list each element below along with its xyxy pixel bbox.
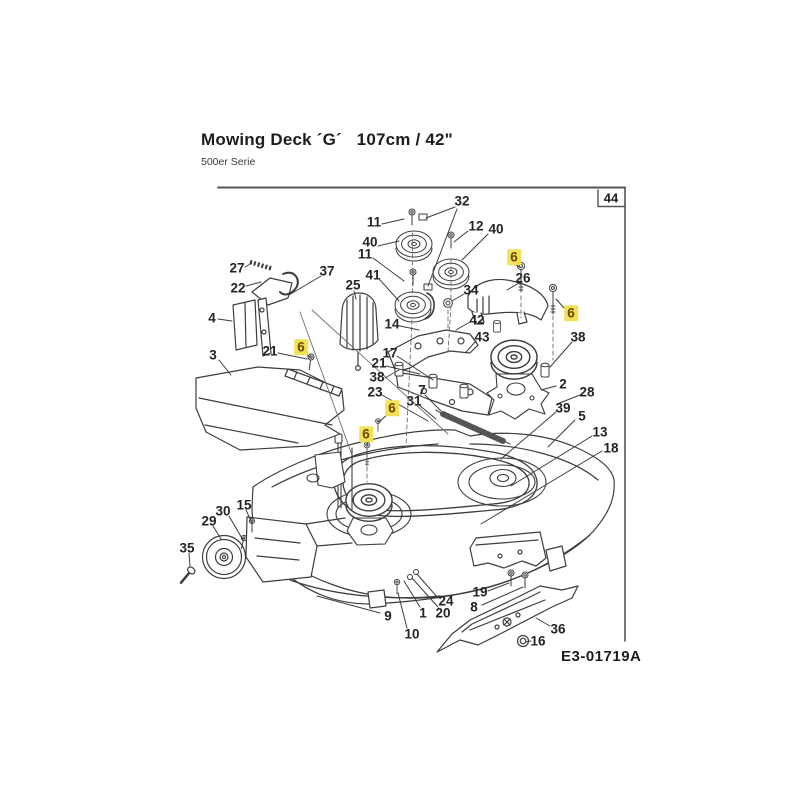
page-number: 44 (603, 190, 619, 206)
leader-lines (188, 206, 603, 643)
part-label-21: 21 (371, 355, 387, 371)
part-label-1: 1 (419, 605, 427, 621)
part-label-7: 7 (418, 382, 426, 398)
part-label-21: 21 (262, 343, 278, 359)
part-label-8: 8 (470, 599, 478, 615)
part-label-6: 6 (294, 339, 308, 355)
part-label-42: 42 (469, 312, 485, 328)
fasteners (305, 208, 558, 595)
part-label-15: 15 (236, 497, 252, 513)
blade (436, 585, 579, 653)
part-label-35: 35 (179, 540, 195, 556)
idler-pulleys (394, 230, 470, 323)
part-label-37: 37 (319, 263, 335, 279)
part-label-14: 14 (384, 316, 400, 332)
part-label-41: 41 (365, 267, 381, 283)
tension-spring (435, 409, 511, 445)
part-label-6: 6 (359, 426, 373, 442)
part-label-13: 13 (592, 424, 608, 440)
part-label-36: 36 (550, 621, 566, 637)
part-label-3: 3 (209, 347, 217, 363)
part-label-5: 5 (578, 408, 586, 424)
drawing-frame (217, 186, 626, 642)
part-label-39: 39 (555, 400, 571, 416)
part-label-9: 9 (384, 608, 392, 624)
right-spindle-assembly (486, 339, 550, 420)
front-bracket-group (232, 259, 299, 357)
part-label-6: 6 (507, 249, 521, 265)
part-label-18: 18 (603, 440, 619, 456)
part-label-6: 6 (564, 305, 578, 321)
part-label-11: 11 (357, 246, 373, 262)
part-label-24: 24 (438, 593, 454, 609)
left-spindle-assembly (345, 483, 394, 546)
page-title: Mowing Deck ´G´ 107cm / 42" (201, 130, 453, 149)
part-label-27: 27 (229, 260, 245, 276)
part-label-40: 40 (488, 221, 504, 237)
part-label-25: 25 (345, 277, 361, 293)
page-subtitle: 500er Serie (201, 156, 256, 168)
part-label-16: 16 (530, 633, 546, 649)
part-label-38: 38 (369, 369, 385, 385)
part-label-31: 31 (406, 393, 422, 409)
part-label-20: 20 (435, 605, 451, 621)
spindle-motor (339, 292, 379, 372)
gauge-wheel-group (179, 516, 353, 584)
part-label-23: 23 (367, 384, 383, 400)
drive-belt (333, 444, 538, 518)
part-label-17: 17 (382, 345, 398, 361)
part-label-29: 29 (201, 513, 217, 529)
part-label-30: 30 (215, 503, 231, 519)
part-label-32: 32 (454, 193, 470, 209)
part-label-19: 19 (472, 584, 488, 600)
part-label-10: 10 (404, 626, 420, 642)
part-label-2: 2 (559, 376, 567, 392)
part-label-22: 22 (230, 280, 246, 296)
part-label-34: 34 (463, 282, 479, 298)
part-label-4: 4 (208, 310, 216, 326)
belt-cover (467, 278, 549, 325)
part-label-26: 26 (515, 270, 531, 286)
hanger-bracket (306, 451, 346, 489)
part-label-6: 6 (385, 400, 399, 416)
part-label-28: 28 (579, 384, 595, 400)
drawing-code: E3-01719A (561, 648, 642, 665)
part-label-12: 12 (468, 218, 484, 234)
construction-lines (299, 232, 554, 483)
deck-spindle-rings (326, 457, 547, 538)
part-label-11: 11 (366, 214, 382, 230)
part-label-43: 43 (474, 329, 490, 345)
part-label-38: 38 (570, 329, 586, 345)
part-label-40: 40 (362, 234, 378, 250)
